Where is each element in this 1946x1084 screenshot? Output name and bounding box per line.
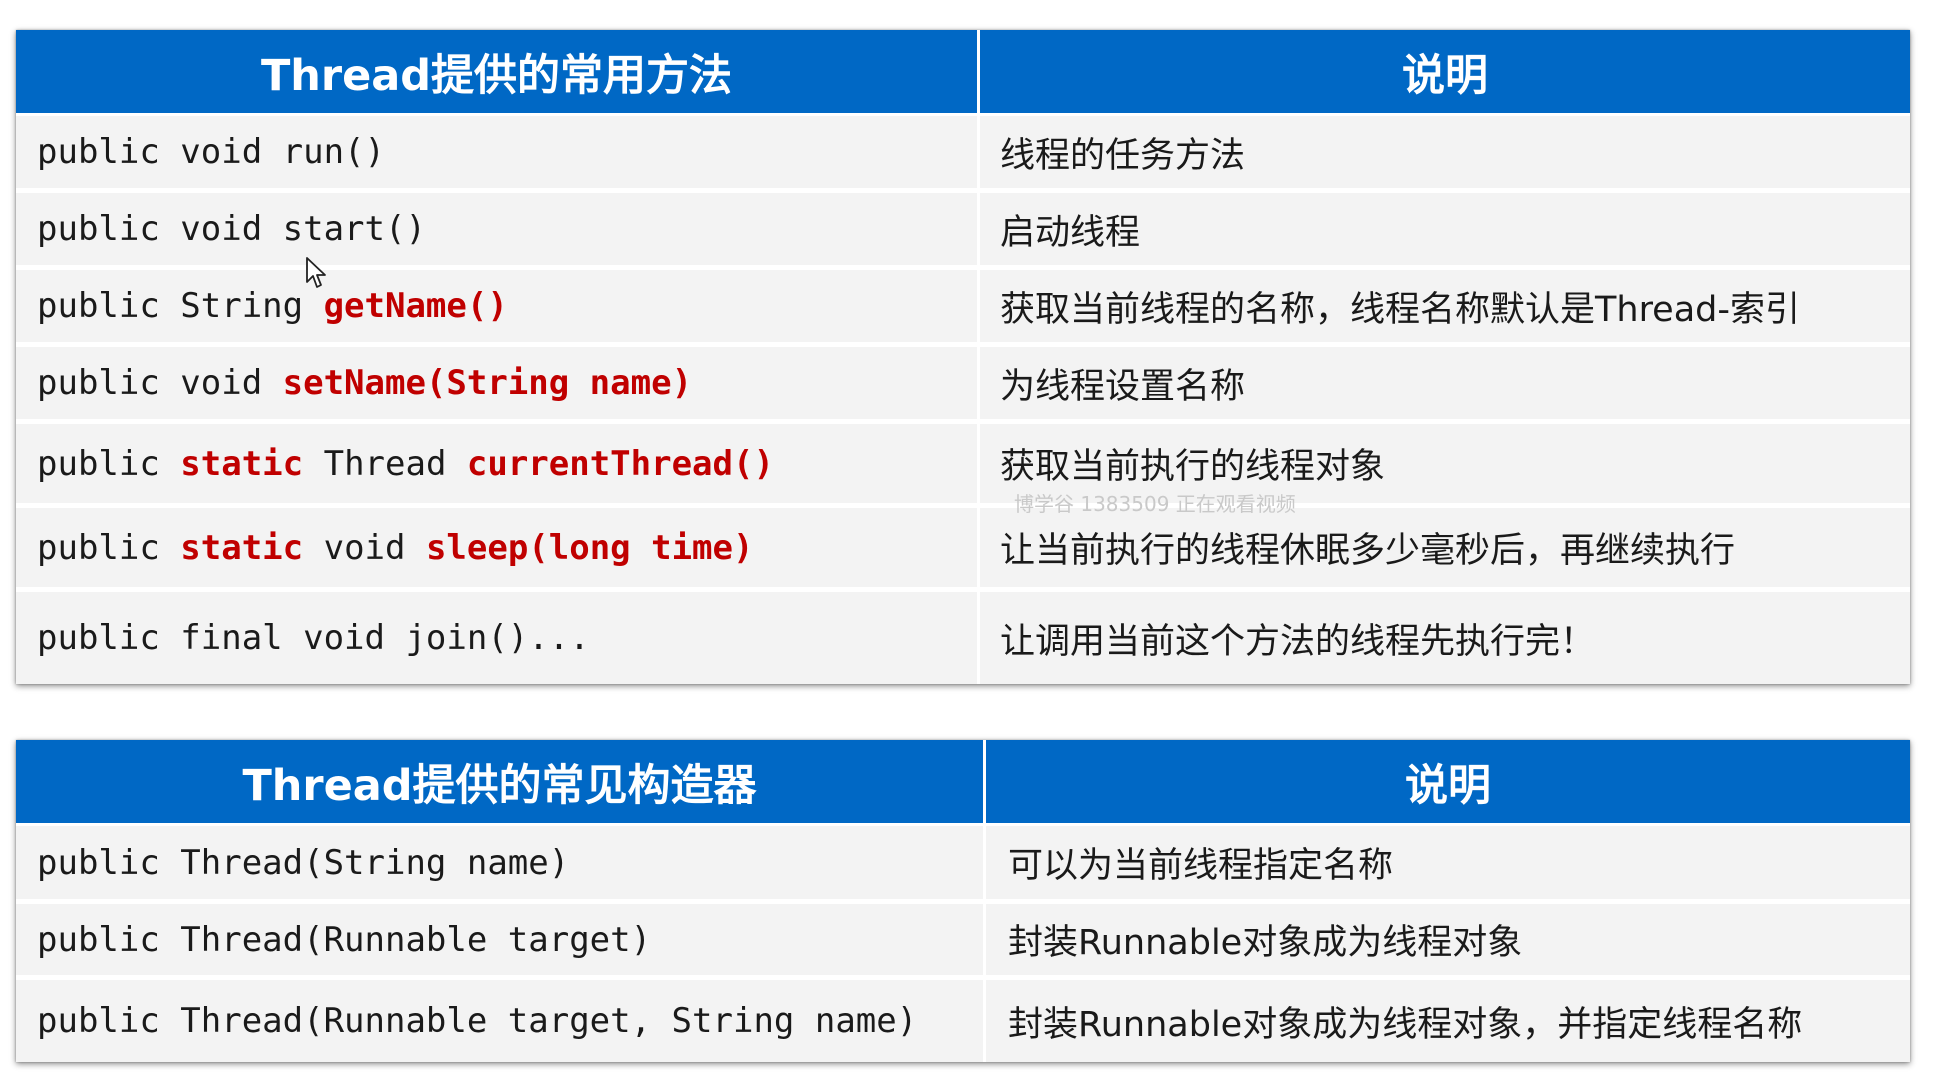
method-desc-run: 线程的任务方法 bbox=[980, 116, 1910, 193]
method-desc-join: 让调用当前这个方法的线程先执行完！ bbox=[980, 592, 1910, 684]
ctors-header-ctor: Thread提供的常见构造器 bbox=[16, 740, 986, 826]
method-code-currentthread: public static Thread currentThread() bbox=[16, 424, 980, 508]
method-desc-getname: 获取当前线程的名称，线程名称默认是Thread-索引 bbox=[980, 270, 1910, 347]
code-text: void bbox=[303, 527, 426, 568]
code-highlight: currentThread() bbox=[466, 443, 774, 484]
method-desc-setname: 为线程设置名称 bbox=[980, 347, 1910, 424]
code-highlight: getName() bbox=[323, 286, 508, 326]
method-code-sleep: public static void sleep(long time) bbox=[16, 508, 980, 592]
ctor-code-runnable-name: public Thread(Runnable target, String na… bbox=[16, 980, 986, 1062]
code-text: public Thread(Runnable target) bbox=[37, 919, 652, 960]
methods-header-desc: 说明 bbox=[980, 30, 1910, 116]
code-text: public final void join()... bbox=[37, 618, 590, 658]
code-highlight: setName(String name) bbox=[282, 363, 693, 403]
code-highlight: sleep(long time) bbox=[425, 527, 754, 568]
code-text: public bbox=[37, 527, 181, 568]
methods-header-method: Thread提供的常用方法 bbox=[16, 30, 980, 116]
ctor-desc-runnable-name: 封装Runnable对象成为线程对象，并指定线程名称 bbox=[986, 980, 1910, 1062]
code-text: public Thread(Runnable target, String na… bbox=[37, 1001, 918, 1041]
ctors-header-desc: 说明 bbox=[986, 740, 1910, 826]
ctor-code-name: public Thread(String name) bbox=[16, 826, 986, 904]
methods-table: Thread提供的常用方法 说明 public void run() 线程的任务… bbox=[16, 30, 1910, 684]
viewer-watermark: 博学谷 1383509 正在观看视频 bbox=[1014, 492, 1296, 516]
ctor-desc-name: 可以为当前线程指定名称 bbox=[986, 826, 1910, 904]
constructors-table: Thread提供的常见构造器 说明 public Thread(String n… bbox=[16, 740, 1910, 1062]
constructors-table-panel: Thread提供的常见构造器 说明 public Thread(String n… bbox=[16, 740, 1910, 1062]
ctor-desc-runnable: 封装Runnable对象成为线程对象 bbox=[986, 904, 1910, 980]
mouse-cursor-icon bbox=[306, 257, 326, 288]
method-desc-sleep: 让当前执行的线程休眠多少毫秒后，再继续执行 bbox=[980, 508, 1910, 592]
code-text: public Thread(String name) bbox=[37, 842, 570, 883]
code-highlight: static bbox=[180, 443, 304, 484]
method-code-getname: public String getName() bbox=[16, 270, 980, 347]
method-desc-currentthread: 获取当前执行的线程对象 bbox=[980, 424, 1910, 508]
method-code-join: public final void join()... bbox=[16, 592, 980, 684]
code-text: public void bbox=[37, 363, 283, 403]
code-text: public bbox=[37, 443, 181, 484]
method-code-setname: public void setName(String name) bbox=[16, 347, 980, 424]
ctor-code-runnable: public Thread(Runnable target) bbox=[16, 904, 986, 980]
code-highlight: static bbox=[180, 527, 304, 568]
method-code-run: public void run() bbox=[16, 116, 980, 193]
code-text: Thread bbox=[303, 443, 467, 484]
method-desc-start: 启动线程 bbox=[980, 193, 1910, 270]
code-text: public void run() bbox=[37, 132, 385, 172]
code-text: public String bbox=[37, 286, 324, 326]
methods-table-panel: Thread提供的常用方法 说明 public void run() 线程的任务… bbox=[16, 30, 1910, 684]
method-code-start: public void start() bbox=[16, 193, 980, 270]
code-text: public void start() bbox=[37, 209, 426, 249]
